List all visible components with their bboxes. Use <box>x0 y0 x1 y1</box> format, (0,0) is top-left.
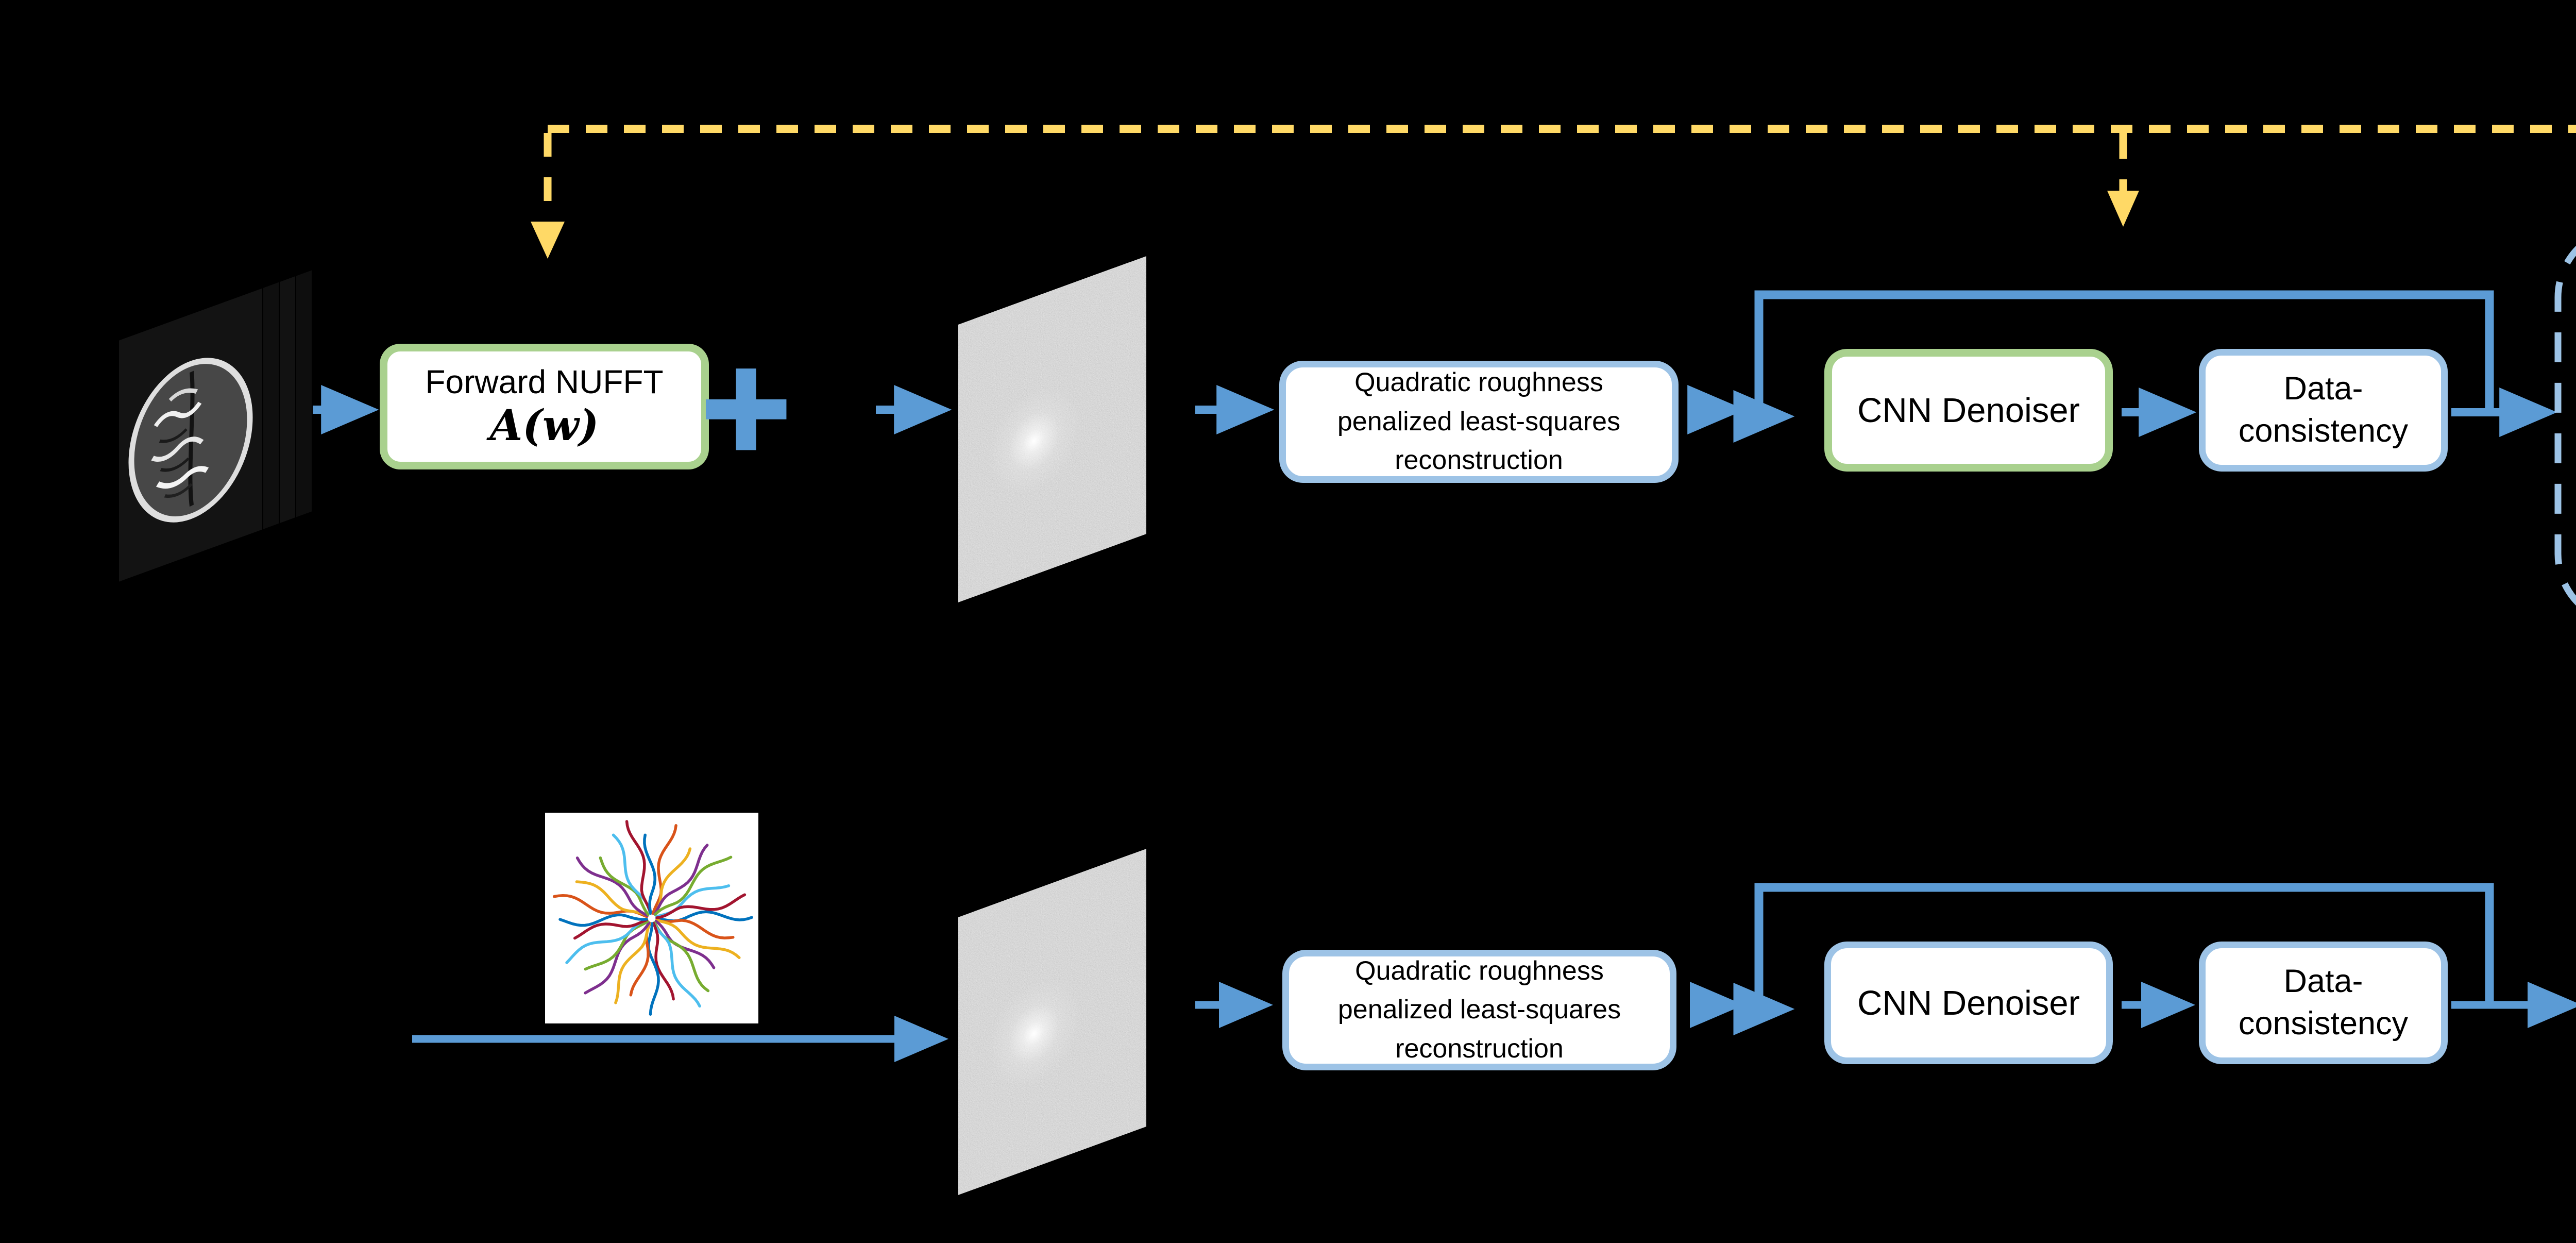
trajectory-spoke-icon <box>654 855 733 916</box>
forward-nufft-label: Forward NUFFT <box>425 363 664 401</box>
data-consistency-box-bottom: Data- consistency <box>2199 942 2448 1064</box>
trajectory-spoke-icon <box>647 922 660 1016</box>
cnn-denoiser-label: CNN Denoiser <box>1857 391 2080 430</box>
trajectory-spoke-icon <box>652 921 701 1008</box>
trajectory-spoke-icon <box>573 918 649 940</box>
trajectory-spoke-icon <box>565 918 649 964</box>
trajectory-spoke-icon <box>655 918 741 960</box>
feedback-path <box>531 125 2576 259</box>
cnn-denoiser-label: CNN Denoiser <box>1857 983 2080 1022</box>
forward-nufft-box: Forward NUFFT A(w) <box>380 344 709 469</box>
trajectory-spoke-icon <box>599 856 650 916</box>
kspace-center-glow-icon <box>988 387 1080 496</box>
trajectory-spoke-icon <box>625 820 652 915</box>
feedback-arrowhead-middle-icon <box>2107 191 2139 227</box>
forward-nufft-operator: A(w) <box>489 400 599 450</box>
quadratic-reconstruction-label: Quadratic roughness penalized least-squa… <box>1337 367 1621 476</box>
trajectory-spoke-icon <box>575 880 649 917</box>
trajectory-spoke-icon <box>652 921 675 1001</box>
trajectory-spoke-icon <box>643 833 656 915</box>
kspace-stack-top-icon <box>964 271 1140 587</box>
output-dashed-group-box <box>2554 245 2576 606</box>
unrolled-loop-line-top-icon <box>1733 290 2494 443</box>
trajectory-spoke-icon <box>655 893 747 919</box>
kspace-center-glow-icon <box>988 979 1080 1088</box>
trajectory-spokes <box>552 820 753 1016</box>
kspace-stack-bottom-icon <box>964 864 1140 1180</box>
trajectory-background <box>545 813 758 1023</box>
quadratic-reconstruction-box-top: Quadratic roughness penalized least-squa… <box>1279 361 1679 483</box>
plus-operator: + <box>699 321 792 494</box>
trajectory-spoke-icon <box>558 913 648 927</box>
quadratic-reconstruction-box-bottom: Quadratic roughness penalized least-squa… <box>1282 950 1676 1070</box>
bottom-row-arrows <box>412 982 2576 1062</box>
trajectory-spoke-icon <box>584 921 651 995</box>
trajectory-spoke-icon <box>614 921 651 1004</box>
sampling-trajectory-icon <box>545 813 758 1023</box>
cnn-denoiser-box-top: CNN Denoiser <box>1824 349 2113 472</box>
data-consistency-label: Data- consistency <box>2238 371 2409 449</box>
quadratic-reconstruction-label: Quadratic roughness penalized least-squa… <box>1337 955 1621 1064</box>
trajectory-spoke-icon <box>655 918 735 939</box>
data-consistency-label: Data- consistency <box>2238 963 2409 1042</box>
trajectory-spoke-icon <box>651 824 677 915</box>
unrolled-loop-line-bottom-icon <box>1733 883 2494 1035</box>
trajectory-spoke-icon <box>653 844 709 916</box>
feedback-arrowhead-left-icon <box>531 222 565 259</box>
cnn-denoiser-box-bottom: CNN Denoiser <box>1824 942 2113 1064</box>
trajectory-spoke-icon <box>575 856 649 917</box>
data-consistency-box-top: Data- consistency <box>2199 349 2448 472</box>
input-brain-stack-icon <box>118 268 313 583</box>
